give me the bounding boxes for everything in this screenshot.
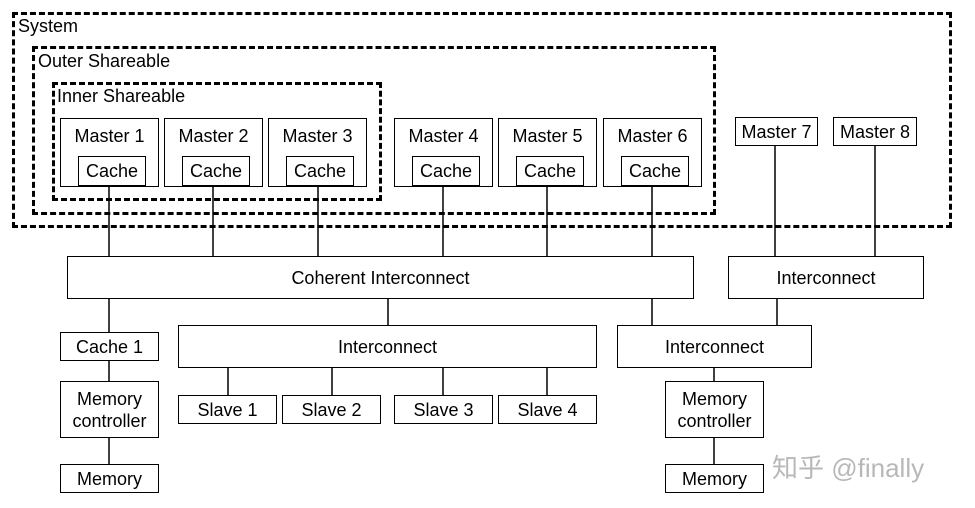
right-bottom-interconnect: Interconnect <box>617 325 812 368</box>
memory-controller-right: Memory controller <box>665 381 764 438</box>
master-1-label: Master 1 <box>74 126 145 146</box>
master-2-cache: Cache <box>182 156 250 186</box>
memory-controller-right-line1: Memory <box>681 388 747 409</box>
memory-controller-left-line1: Memory <box>76 388 142 409</box>
master-6: Master 6 Cache <box>603 118 702 187</box>
master-5: Master 5 Cache <box>498 118 597 187</box>
master-7: Master 7 <box>735 117 818 146</box>
master-6-label: Master 6 <box>617 126 688 146</box>
system-label: System <box>18 16 79 36</box>
master-1-cache: Cache <box>78 156 146 186</box>
master-4: Master 4 Cache <box>394 118 493 187</box>
master-5-label: Master 5 <box>512 126 583 146</box>
middle-interconnect: Interconnect <box>178 325 597 368</box>
slave-1: Slave 1 <box>178 395 277 424</box>
master-4-label: Master 4 <box>408 126 479 146</box>
master-3: Master 3 Cache <box>268 118 367 187</box>
slave-2: Slave 2 <box>282 395 381 424</box>
master-6-cache: Cache <box>621 156 689 186</box>
master-2-label: Master 2 <box>178 126 249 146</box>
master-3-label: Master 3 <box>282 126 353 146</box>
master-5-cache: Cache <box>516 156 584 186</box>
master-4-cache: Cache <box>412 156 480 186</box>
right-top-interconnect: Interconnect <box>728 256 924 299</box>
memory-left: Memory <box>60 464 159 493</box>
coherent-interconnect: Coherent Interconnect <box>67 256 694 299</box>
outer-shareable-region <box>32 46 716 215</box>
slave-3: Slave 3 <box>394 395 493 424</box>
master-3-cache: Cache <box>286 156 354 186</box>
master-8: Master 8 <box>833 117 917 146</box>
inner-shareable-region <box>52 82 382 201</box>
outer-shareable-label: Outer Shareable <box>38 51 171 71</box>
memory-controller-right-line2: controller <box>677 410 752 431</box>
memory-controller-left-line2: controller <box>72 410 147 431</box>
watermark-text: 知乎 @finally <box>772 453 925 483</box>
memory-controller-left: Memory controller <box>60 381 159 438</box>
master-1: Master 1 Cache <box>60 118 159 187</box>
system-region <box>12 12 952 228</box>
slave-4: Slave 4 <box>498 395 597 424</box>
memory-right: Memory <box>665 464 764 493</box>
inner-shareable-label: Inner Shareable <box>57 86 186 106</box>
master-2: Master 2 Cache <box>164 118 263 187</box>
cache-1: Cache 1 <box>60 332 159 361</box>
